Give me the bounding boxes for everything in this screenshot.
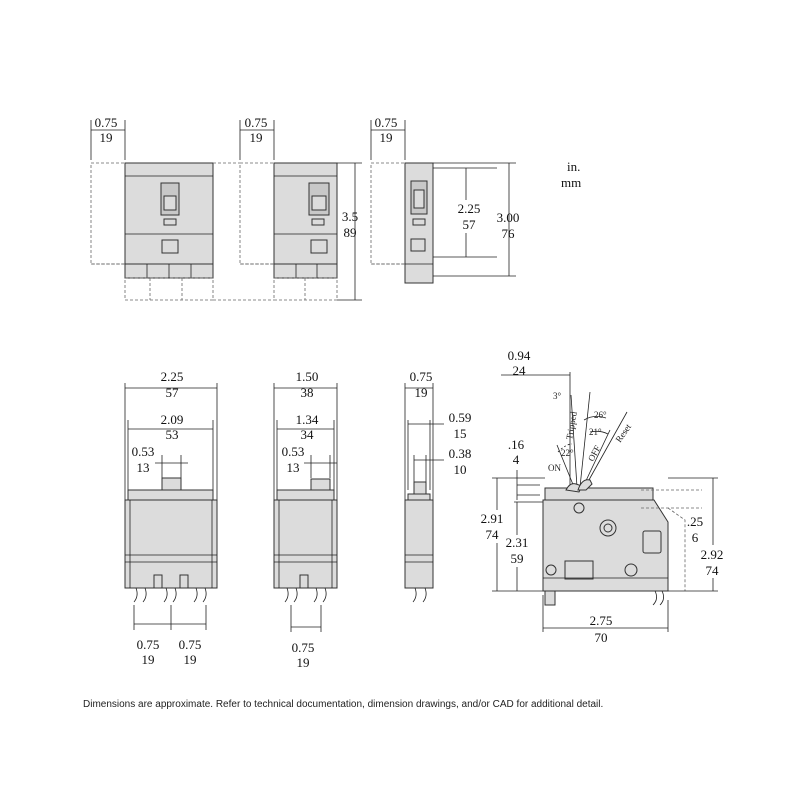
top-view-1pole: 0.75 19 0.59 15 0.38 10: [404, 369, 472, 603]
pitch-1-mm-label: 19: [142, 652, 155, 667]
height-c-mm-label: 74: [706, 563, 720, 578]
depth-in-label: 2.75: [590, 613, 613, 628]
depth-mm-label: 70: [595, 630, 608, 645]
pitch-1-mm-label: 19: [297, 655, 310, 670]
face-height-mm-label: 57: [463, 217, 477, 232]
pitch-1-in-label: 0.75: [137, 637, 160, 652]
width-mm-label: 19: [380, 130, 393, 145]
overall-width-mm-label: 19: [415, 385, 428, 400]
handle-rise-in-label: .16: [508, 437, 525, 452]
top-view-2pole: 1.50 38 1.34 34 0.53 13 0.75 19: [273, 369, 338, 670]
breaker-body: [273, 499, 338, 589]
on-label: ON: [548, 463, 561, 473]
breaker-handle: [413, 481, 427, 495]
single-height-in-label: 3.00: [497, 210, 520, 225]
overall-width-in-label: 2.25: [161, 369, 184, 384]
overall-height-in-label: 3.5: [342, 209, 358, 224]
side-view: 0.94 24 3° 26° 21° 22° Tripped ON OFF Re…: [481, 348, 724, 645]
handle-width-in-label: 0.53: [132, 444, 155, 459]
angle-26-label: 26°: [594, 410, 607, 420]
front-view-3pole: 0.75 19: [90, 115, 214, 301]
tripped-label: Tripped: [564, 410, 579, 440]
width-mm-label: 19: [250, 130, 263, 145]
front-view-1pole: 0.75 19 2.25 57 3.00 76: [370, 115, 520, 284]
height-b-in-label: 2.31: [506, 535, 529, 550]
width-in-label: 0.75: [245, 115, 268, 130]
handle-width-mm-label: 13: [287, 460, 300, 475]
breaker-body: [404, 499, 434, 589]
angle-22-label: 22°: [561, 448, 574, 458]
overall-width-in-label: 0.75: [410, 369, 433, 384]
width-mm-label: 19: [100, 130, 113, 145]
overall-width-mm-label: 38: [301, 385, 314, 400]
inner-width-in-label: 2.09: [161, 412, 184, 427]
single-height-mm-label: 76: [502, 226, 516, 241]
reset-label: Reset: [613, 422, 633, 445]
top-in-label: 0.94: [508, 348, 531, 363]
pitch-2-mm-label: 19: [184, 652, 197, 667]
angle-3-label: 3°: [553, 391, 562, 401]
top-mm-label: 24: [513, 363, 527, 378]
units-mm-label: mm: [561, 175, 581, 190]
height-a-mm-label: 74: [486, 527, 500, 542]
face-height-in-label: 2.25: [458, 201, 481, 216]
units-inch-label: in.: [567, 159, 580, 174]
top-view-3pole: 2.25 57 2.09 53 0.53 13 0.75 19 0.75 19: [124, 369, 218, 667]
angle-21-label: 21°: [589, 427, 602, 437]
width-in-label: 0.75: [95, 115, 118, 130]
height-c-in-label: 2.92: [701, 547, 724, 562]
breaker-body: [124, 499, 218, 589]
front-view-2pole: 0.75 19 3.5 89: [213, 115, 362, 301]
height-b-mm-label: 59: [511, 551, 524, 566]
handle-width-mm-label: 13: [137, 460, 150, 475]
width-in-label: 0.75: [375, 115, 398, 130]
pitch-2-in-label: 0.75: [179, 637, 202, 652]
inner-width-in-label: 0.59: [449, 410, 472, 425]
overall-width-mm-label: 57: [166, 385, 180, 400]
inner-width-mm-label: 34: [301, 427, 315, 442]
inner-width-in-label: 1.34: [296, 412, 319, 427]
overall-width-in-label: 1.50: [296, 369, 319, 384]
disclaimer-note: Dimensions are approximate. Refer to tec…: [83, 699, 604, 710]
height-a-in-label: 2.91: [481, 511, 504, 526]
handle-width-mm-label: 10: [454, 462, 467, 477]
handle-width-in-label: 0.53: [282, 444, 305, 459]
overall-height-mm-label: 89: [344, 225, 357, 240]
inner-width-mm-label: 15: [454, 426, 467, 441]
offset-mm-label: 6: [692, 530, 699, 545]
pitch-1-in-label: 0.75: [292, 640, 315, 655]
offset-in-label: .25: [687, 514, 703, 529]
handle-rise-mm-label: 4: [513, 452, 520, 467]
handle-width-in-label: 0.38: [449, 446, 472, 461]
inner-width-mm-label: 53: [166, 427, 179, 442]
